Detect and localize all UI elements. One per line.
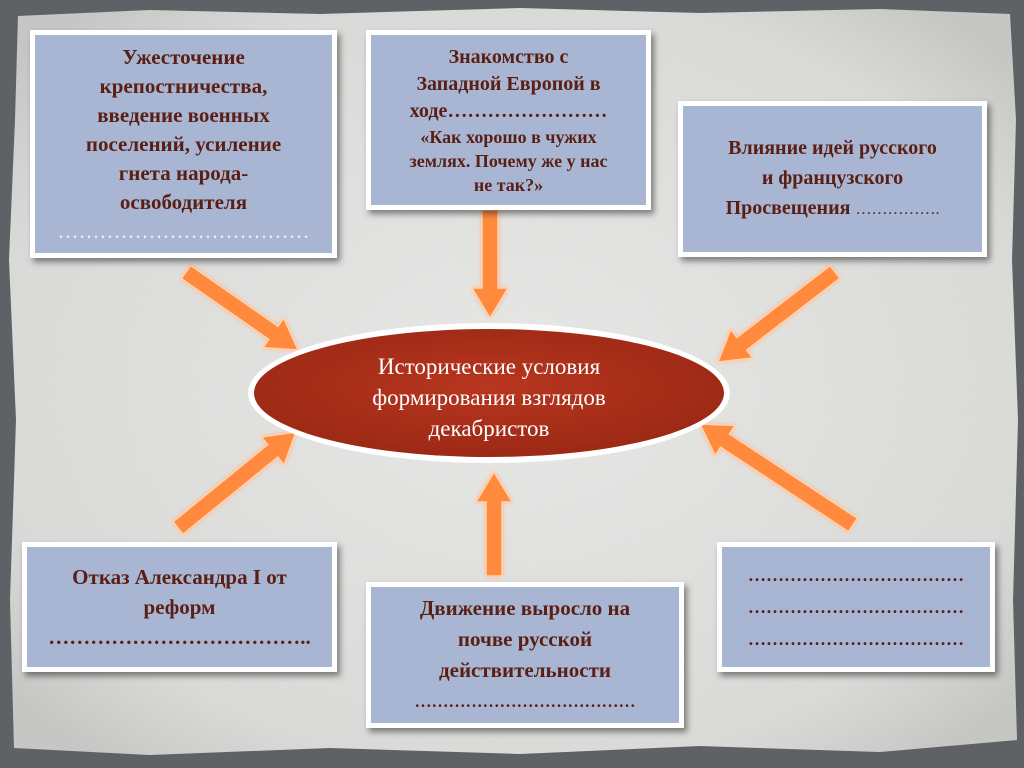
blank-dots: …………………………………: [414, 692, 636, 711]
box-serfdom-tightening: Ужесточение крепостничества, введение во…: [30, 30, 337, 258]
center-line: Исторические условия: [377, 353, 601, 379]
blank-dots: …………….: [855, 201, 940, 218]
box-line-with-dots: Просвещения …………….: [726, 193, 940, 225]
blank-dots: ………………………………: [748, 629, 964, 649]
blank-dots: ………………………………..: [48, 625, 311, 649]
box-line: Знакомство с: [448, 45, 569, 68]
blank-dots: ………………………………: [748, 597, 964, 617]
blank-dots: ………………………………: [748, 565, 964, 585]
box-line: и французского: [761, 167, 904, 189]
box-line: Ужесточение: [122, 44, 245, 69]
box-blank: ……………………………… ……………………………… ………………………………: [717, 542, 995, 672]
arrow-from-bottom-right: [698, 423, 859, 533]
box-line: Движение выросло на: [419, 596, 631, 620]
box-line: поселений, усиление: [85, 131, 282, 156]
box-enlightenment: Влияние идей русского и французского Про…: [678, 101, 987, 257]
arrow-from-bottom-left: [171, 431, 298, 536]
box-line: введение военных: [97, 102, 270, 127]
arrow-from-top-left: [180, 264, 300, 351]
box-line: Западной Европой в: [416, 72, 601, 95]
arrow-from-bottom-center: [474, 470, 514, 577]
center-line: формирования взглядов: [372, 384, 606, 410]
box-line: ходе……………………: [409, 99, 608, 122]
box-alexander-reforms: Отказ Александра I от реформ ………………………………: [22, 542, 337, 672]
box-line: гнета народа-: [118, 160, 249, 185]
box-russian-reality: Движение выросло на почве русской действ…: [366, 582, 684, 728]
box-line: освободителя: [119, 189, 248, 214]
center-title: Исторические условия формирования взгляд…: [252, 336, 726, 458]
box-line: почве русской: [457, 627, 593, 651]
quote-line: не так?»: [473, 174, 544, 195]
box-line: действительности: [439, 658, 611, 682]
box-line: Просвещения: [725, 197, 851, 219]
box-line: Отказ Александра I от: [72, 565, 287, 589]
blank-dots: ………………………………: [57, 218, 310, 243]
box-line: реформ: [143, 595, 216, 619]
box-line: Влияние идей русского: [728, 137, 937, 159]
quote-line: «Как хорошо в чужих: [420, 126, 597, 147]
box-western-europe: Знакомство с Западной Европой в ходе……………: [366, 30, 651, 210]
quote-line: землях. Почему же у нас: [409, 150, 608, 171]
box-line: крепостничества,: [99, 73, 268, 98]
arrow-from-top-center: [470, 209, 510, 320]
arrow-from-top-right: [716, 264, 841, 363]
center-line: декабристов: [428, 415, 550, 441]
